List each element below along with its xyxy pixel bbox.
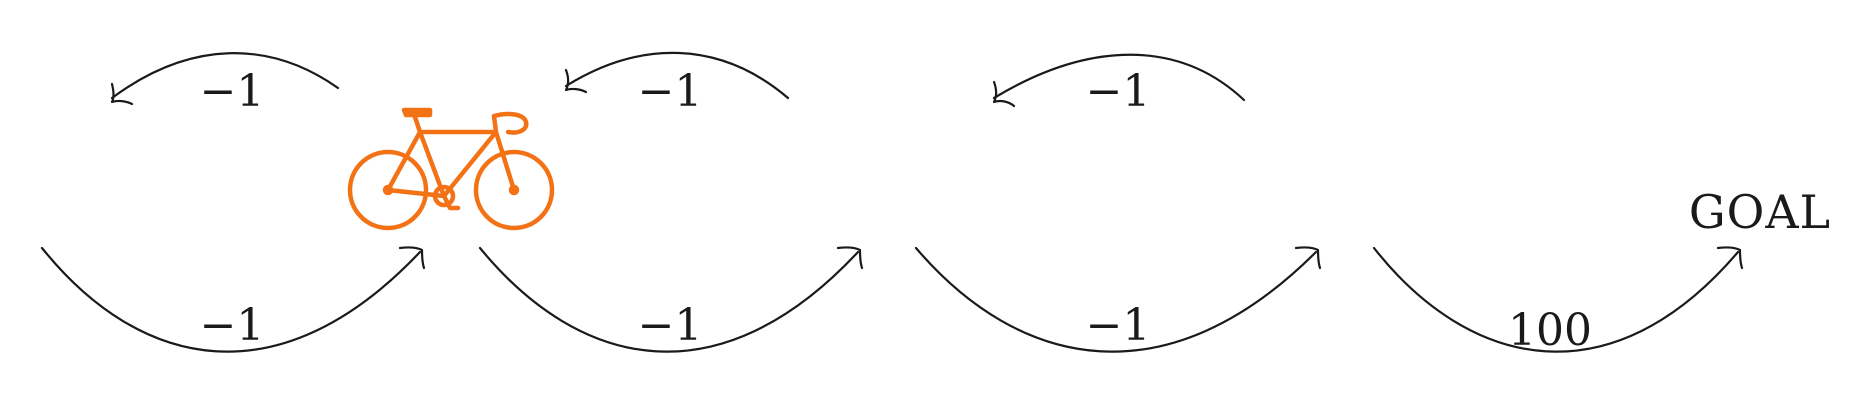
goal-label: GOAL: [1689, 185, 1831, 239]
bicycle-pedal: [441, 193, 461, 211]
backward-arrowhead-2: [564, 68, 588, 94]
backward-arrow-1: [110, 52, 340, 100]
bicycle-saddle: [401, 107, 433, 118]
forward-reward-label-1: −1: [200, 300, 265, 351]
forward-arc-3: −1: [914, 246, 1322, 353]
backward-arrowhead-1: [110, 82, 134, 106]
forward-arc-2: −1: [478, 246, 864, 353]
bicycle-rear-wheel: [347, 149, 429, 231]
forward-arc-1: −1: [40, 246, 426, 353]
forward-arrow-4: [1372, 246, 1740, 353]
bicycle-seat-stay: [385, 129, 423, 193]
bicycle-rear-hub: [382, 184, 394, 196]
backward-arrow-2: [564, 51, 790, 100]
backward-arc-3: −1: [992, 53, 1246, 117]
forward-reward-label-3: −1: [1086, 300, 1151, 351]
backward-reward-label-1: −1: [200, 66, 265, 117]
backward-arc-1: −1: [110, 52, 340, 117]
backward-reward-label-2: −1: [638, 66, 703, 117]
bicycle-handlebar: [491, 111, 529, 135]
bicycle-icon: [347, 107, 555, 231]
backward-arrowhead-3: [992, 80, 1016, 108]
bicycle-fork: [493, 129, 517, 193]
backward-arrow-3: [992, 53, 1246, 102]
bicycle-front-wheel: [473, 149, 555, 231]
forward-reward-label-2: −1: [638, 300, 703, 351]
forward-arrowhead-1: [398, 246, 426, 270]
forward-arrowhead-4: [1716, 246, 1744, 270]
forward-arrow-2: [478, 246, 860, 353]
forward-arrowhead-2: [836, 246, 864, 270]
forward-arrowhead-3: [1294, 246, 1322, 270]
forward-arc-4: 100: [1372, 246, 1744, 356]
bicycle-front-hub: [508, 184, 520, 196]
backward-arc-2: −1: [564, 51, 790, 117]
backward-reward-label-3: −1: [1086, 66, 1151, 117]
forward-reward-label-4: 100: [1508, 305, 1592, 356]
forward-arrow-3: [914, 246, 1318, 353]
forward-arrow-1: [40, 246, 422, 353]
